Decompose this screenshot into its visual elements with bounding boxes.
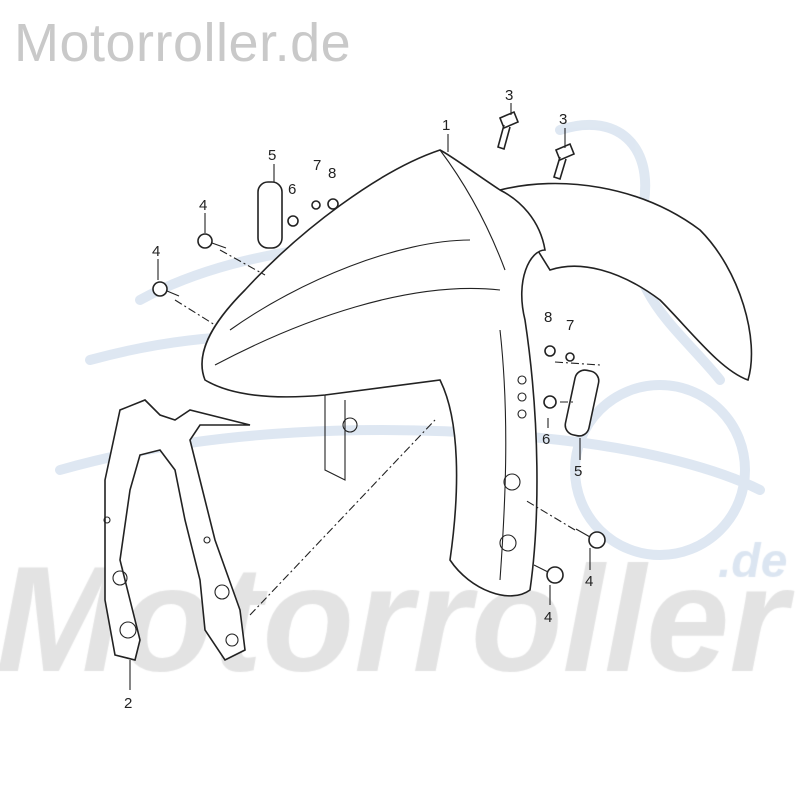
watermark-top: Motorroller.de xyxy=(14,13,352,73)
fender-bracket xyxy=(103,399,251,662)
callout-1: 1 xyxy=(442,117,450,134)
callout-8: 8 xyxy=(544,309,552,326)
callout-6: 6 xyxy=(288,181,296,198)
callout-3: 3 xyxy=(559,111,567,128)
front-fender xyxy=(201,149,753,597)
callout-4: 4 xyxy=(544,609,552,626)
leader-lines xyxy=(129,103,591,690)
reflector-right xyxy=(564,369,600,437)
callout-7: 7 xyxy=(313,157,321,174)
callout-5: 5 xyxy=(268,147,276,164)
callout-5: 5 xyxy=(574,463,582,480)
reflector-left xyxy=(257,181,283,249)
fasteners xyxy=(152,110,606,616)
callout-4: 4 xyxy=(152,243,160,260)
callout-4: 4 xyxy=(585,573,593,590)
callout-3: 3 xyxy=(505,87,513,104)
callout-7: 7 xyxy=(566,317,574,334)
callout-8: 8 xyxy=(328,165,336,182)
callout-2: 2 xyxy=(124,695,132,712)
callout-4: 4 xyxy=(199,197,207,214)
callout-6: 6 xyxy=(542,431,550,448)
